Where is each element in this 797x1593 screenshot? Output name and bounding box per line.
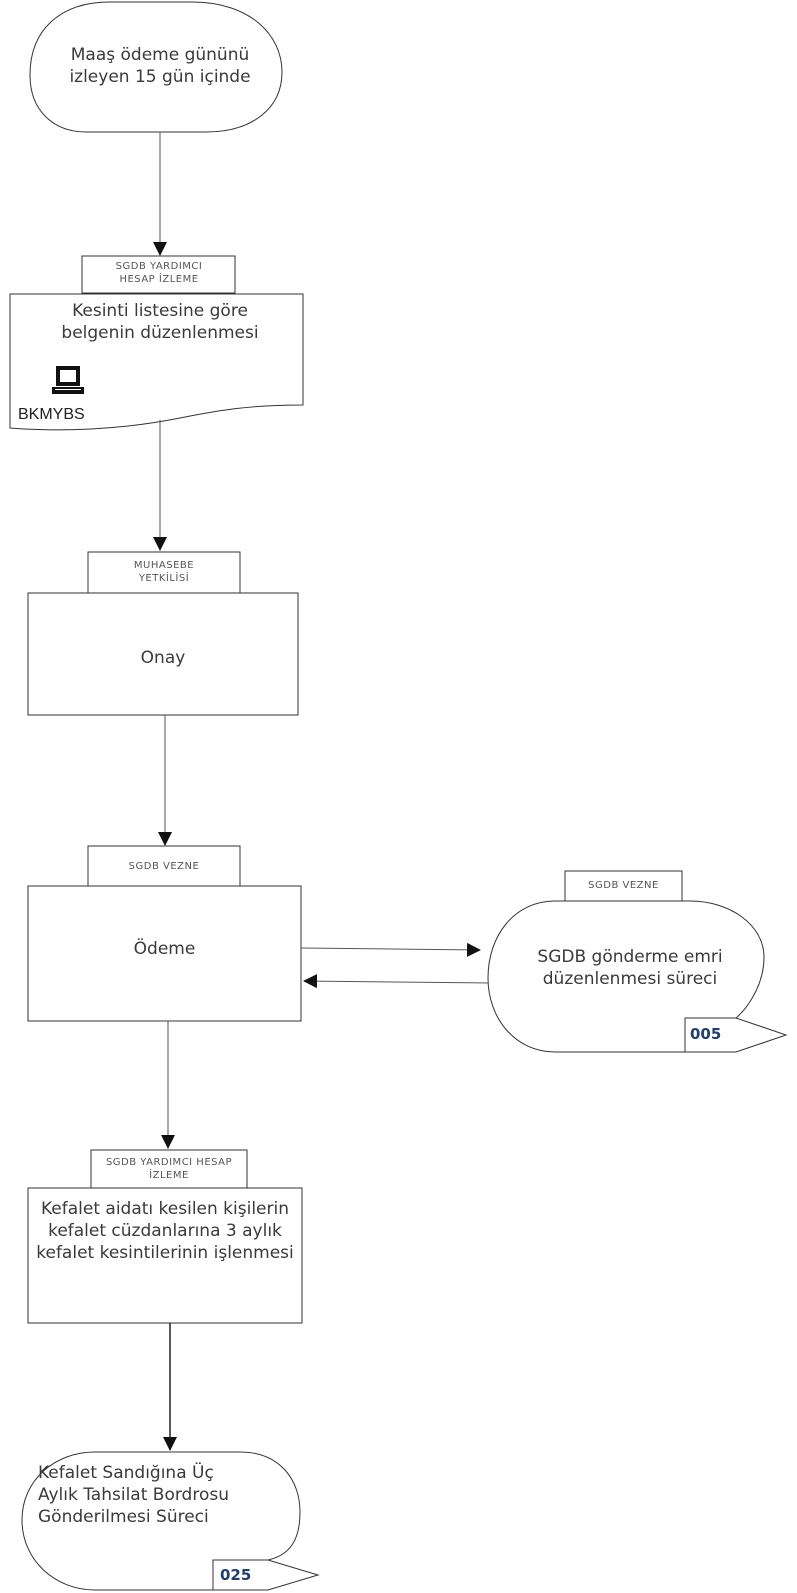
step1-document-shape xyxy=(9,293,304,431)
step4-role-tag-box xyxy=(90,1149,248,1189)
subprocess-role-tag: SGDB VEZNE xyxy=(588,880,659,891)
connector-subprocess-to-step3 xyxy=(303,974,494,989)
step2-role-tag: MUHASEBE YETKİLİSİ xyxy=(133,560,195,584)
step3-role-tag: SGDB VEZNE xyxy=(128,861,200,872)
step1-role-tag-box xyxy=(81,255,236,294)
end-terminator xyxy=(21,1451,301,1591)
step4-process-box xyxy=(27,1187,303,1324)
end-text: Kefalet Sandığına Üç Aylık Tahsilat Bord… xyxy=(38,1463,229,1527)
step4-text: Kefalet aidatı kesilen kişilerin kefalet… xyxy=(36,1199,294,1263)
step3-role-tag-box xyxy=(87,845,241,887)
start-text: Maaş ödeme gününü izleyen 15 gün içinde xyxy=(69,45,251,87)
step1-system-label: BKMYBS xyxy=(18,406,85,423)
subprocess-terminator xyxy=(487,900,765,1053)
step3-text: Ödeme xyxy=(133,939,196,959)
subprocess-offpage-pointer xyxy=(684,1017,788,1053)
step4-role-tag: SGDB YARDIMCI HESAP İZLEME xyxy=(105,1157,233,1181)
subprocess-ref-number: 005 xyxy=(690,1025,722,1043)
connector-step3-to-subprocess xyxy=(300,942,481,957)
step2-process-box xyxy=(27,592,299,716)
subprocess-text: SGDB gönderme emri düzenlenmesi süreci xyxy=(537,947,723,989)
step3-process-box xyxy=(27,885,302,1022)
start-terminator xyxy=(29,1,283,133)
step1-role-tag: SGDB YARDIMCI HESAP İZLEME xyxy=(115,261,203,285)
computer-icon xyxy=(52,366,84,394)
step1-text: Kesinti listesine göre belgenin düzenlen… xyxy=(61,301,259,343)
subprocess-role-tag-box xyxy=(564,870,683,902)
end-offpage-pointer xyxy=(212,1559,320,1591)
step2-text: Onay xyxy=(140,648,186,668)
end-ref-number: 025 xyxy=(220,1566,252,1584)
